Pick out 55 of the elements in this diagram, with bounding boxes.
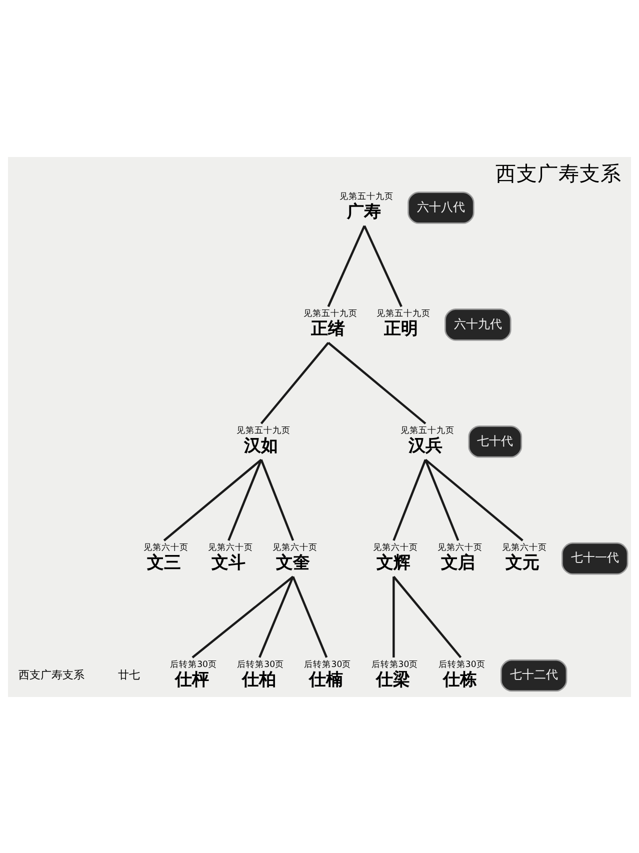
connector [424,458,460,540]
node-label: 后转第30页 [304,659,352,670]
node-label: 后转第30页 [170,659,218,670]
diagram-title: 西支广寿支系 [495,160,622,185]
node-text: 仕梁 [376,669,410,690]
connector [228,458,262,540]
node-text: 文奎 [276,552,310,573]
connector [424,458,524,541]
node-text: 文启 [440,552,475,573]
node-text: 正绪 [311,318,346,339]
connector [258,576,294,658]
node-text: 仕楠 [308,669,343,690]
node-label: 见第五十九页 [339,192,394,202]
node-box: 六十九代 [444,308,512,340]
connector [363,224,402,307]
node-label: 见第六十页 [502,542,548,552]
node-label: 见第六十页 [143,542,188,552]
node-text: 文三 [146,552,181,573]
connector [327,224,366,307]
label: 西支广寿支系 [18,668,84,681]
label: 廿七 [118,668,140,681]
node-box: 七十二代 [500,658,568,692]
node-label: 见第五十九页 [376,308,430,319]
connector [392,575,462,658]
node-label: 见第五十九页 [400,426,455,436]
node-text: 汉兵 [408,436,442,456]
node-text: 正明 [384,318,418,339]
node-label: 见第六十页 [272,542,318,552]
connector [260,342,330,424]
node-label: 后转第30页 [237,659,284,670]
node-text: 仕栋 [443,669,478,690]
connector [328,341,426,424]
connector [392,458,427,540]
node-box: 七十代 [468,424,522,458]
node-box: 六十八代 [408,191,474,224]
connector [163,458,262,541]
node-label: 见第六十页 [438,542,483,552]
connector [392,576,395,657]
connector [292,576,328,658]
node-text: 文元 [505,552,540,573]
node-label: 见第六十页 [373,542,418,552]
node-text: 仕枰 [174,669,209,690]
node-text: 文斗 [211,552,246,573]
node-text: 仕柏 [242,669,276,690]
node-text: 广寿 [347,202,382,222]
node-label: 见第六十页 [208,542,253,552]
node-box: 七十一代 [562,542,628,574]
node-label: 见第五十九页 [236,426,290,436]
node-label: 后转第30页 [371,659,418,670]
node-text: 文辉 [376,552,410,573]
node-label: 见第五十九页 [303,308,358,319]
node-text: 汉如 [244,436,278,456]
connector [260,458,294,540]
node-label: 后转第30页 [438,659,486,670]
connector [192,575,294,658]
